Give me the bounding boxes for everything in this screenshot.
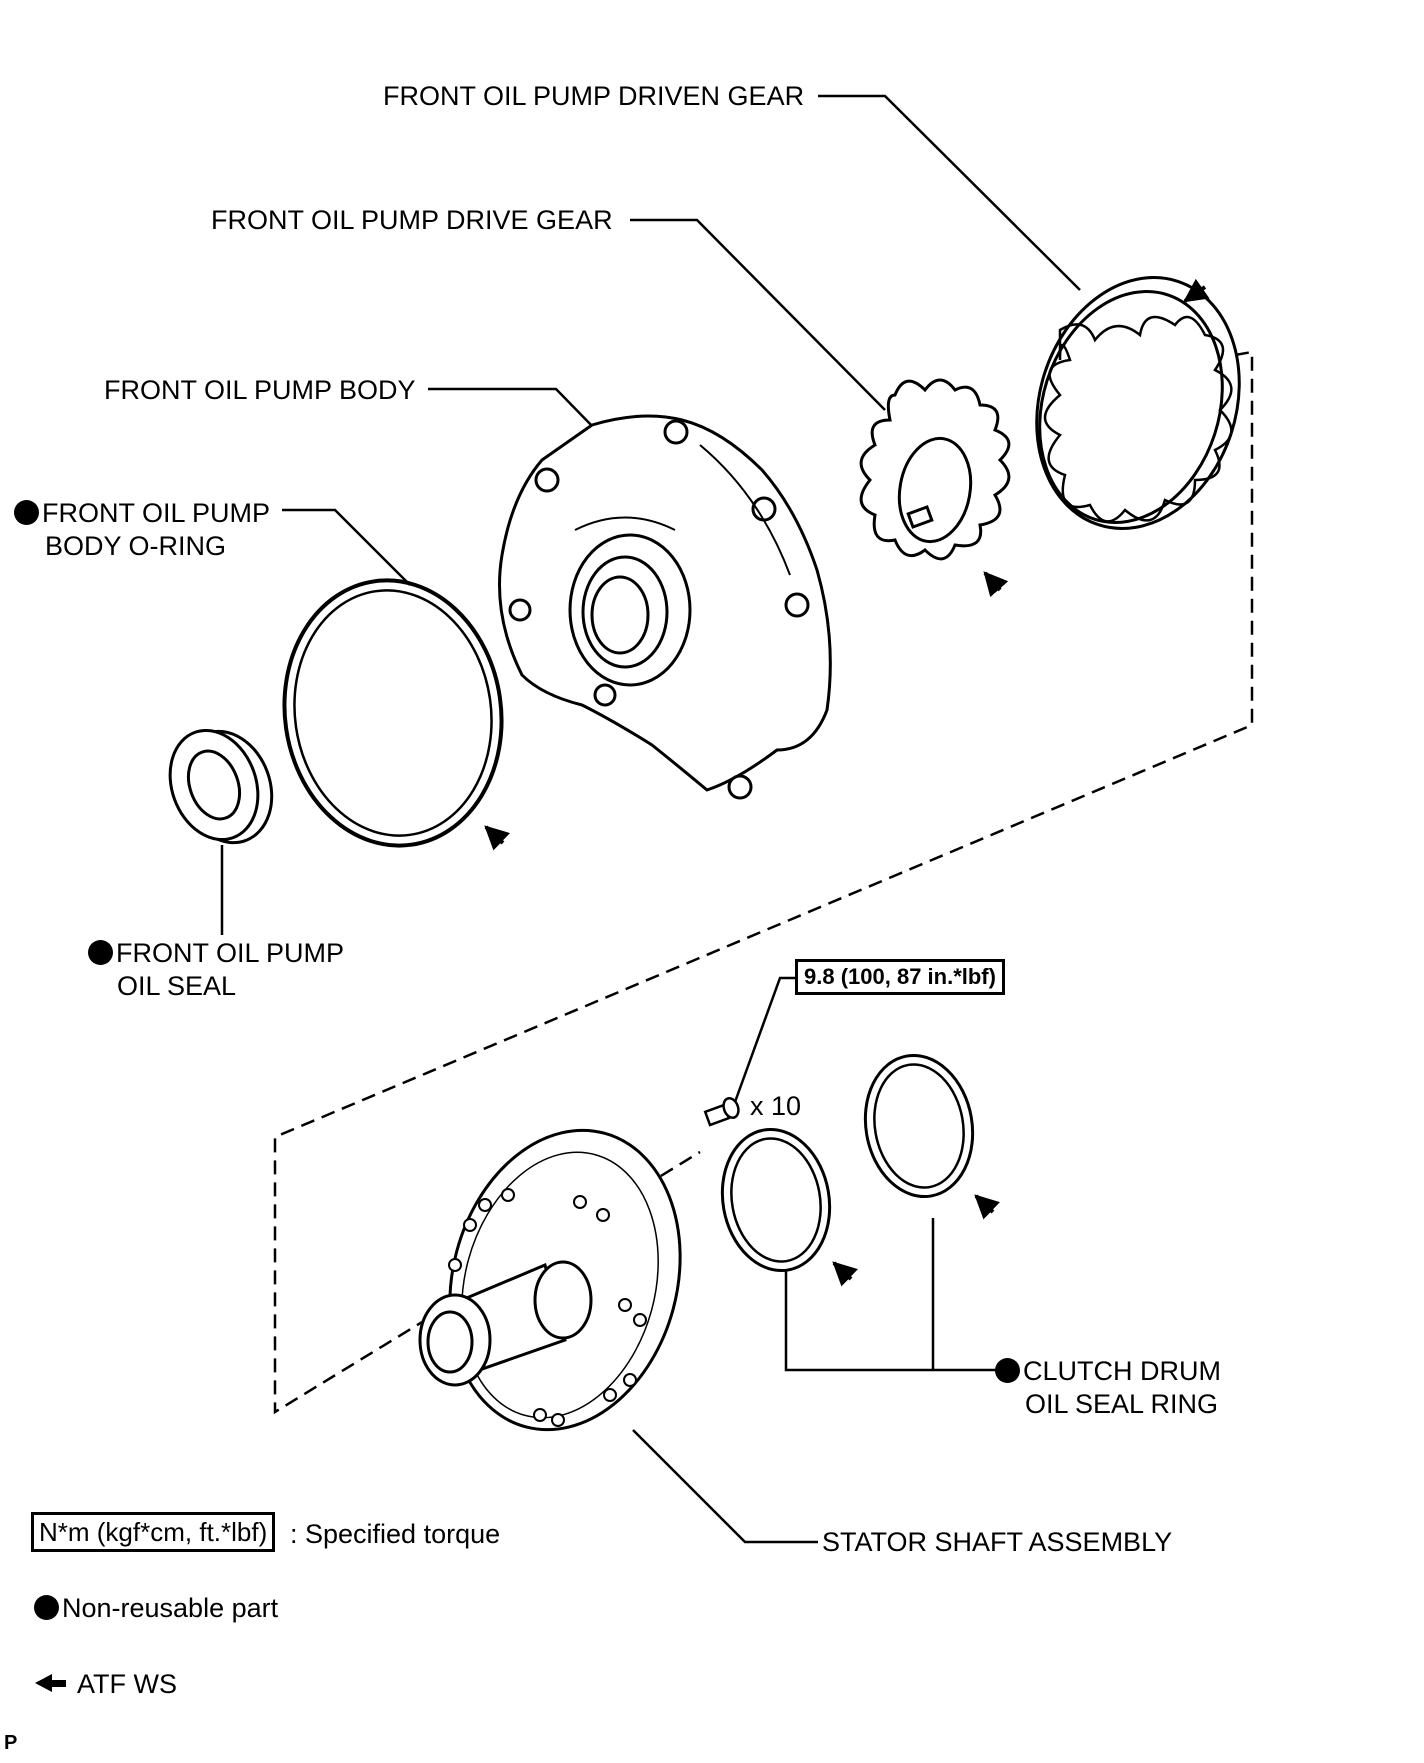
driven-gear-drawing	[1035, 276, 1241, 530]
atf-arrow-o-ring	[484, 825, 510, 851]
stator-shaft-drawing	[418, 1128, 682, 1432]
label-oil-seal: FRONT OIL PUMP	[88, 937, 344, 970]
label-oil-seal-line2: OIL SEAL	[117, 971, 237, 1001]
atf-arrow-seal-ring-1	[832, 1261, 858, 1287]
non-reusable-dot-icon	[14, 500, 39, 525]
label-seal-ring-line1: CLUTCH DRUM	[1023, 1356, 1221, 1386]
bolt-count: x 10	[750, 1091, 802, 1121]
legend-torque-box: N*m (kgf*cm, ft.*lbf)	[31, 1512, 276, 1552]
seal-ring-drawing-2	[863, 1053, 975, 1199]
label-stator-shaft: STATOR SHAFT ASSEMBLY	[822, 1527, 1173, 1557]
label-o-ring: FRONT OIL PUMP	[14, 497, 270, 530]
label-pump-body: FRONT OIL PUMP BODY	[104, 375, 416, 405]
non-reusable-dot-icon	[995, 1358, 1020, 1383]
non-reusable-dot-icon	[88, 940, 113, 965]
leader-stator	[632, 1429, 818, 1544]
legend-non-reusable-text: Non-reusable part	[62, 1593, 279, 1623]
legend-atf-arrow	[35, 1674, 66, 1692]
leader-o-ring	[282, 508, 411, 586]
legend-atf-text: ATF WS	[77, 1669, 177, 1699]
label-drive-gear: FRONT OIL PUMP DRIVE GEAR	[211, 205, 613, 235]
non-reusable-dot-icon	[34, 1595, 59, 1620]
label-seal-ring-line2: OIL SEAL RING	[1025, 1389, 1219, 1419]
legend-torque-text: : Specified torque	[290, 1519, 501, 1549]
atf-arrow-driven-gear	[1183, 278, 1210, 303]
label-driven-gear: FRONT OIL PUMP DRIVEN GEAR	[383, 81, 805, 111]
corner-mark: P	[4, 1732, 18, 1754]
seal-ring-drawing-1	[720, 1127, 832, 1273]
label-o-ring-line2: BODY O-RING	[45, 531, 227, 561]
label-seal-ring: CLUTCH DRUM	[995, 1355, 1221, 1388]
legend-non-reusable: Non-reusable part	[34, 1592, 278, 1625]
drive-gear-drawing	[859, 378, 1011, 561]
leader-bolt	[733, 976, 798, 1103]
label-o-ring-line1: FRONT OIL PUMP	[42, 498, 271, 528]
leader-pump-body	[428, 387, 597, 431]
bolt-drawing	[703, 1097, 740, 1127]
o-ring-drawing	[282, 578, 504, 848]
torque-spec-box: 9.8 (100, 87 in.*lbf)	[795, 959, 1005, 995]
leader-drive-gear	[630, 218, 886, 411]
atf-arrow-seal-ring-2	[974, 1194, 1000, 1220]
alignment-dashed-line	[273, 350, 1254, 1415]
leader-seal-ring	[784, 1270, 1000, 1372]
leader-lines	[220, 94, 1081, 1544]
atf-arrows	[484, 278, 1210, 1287]
pump-body-drawing	[498, 414, 832, 800]
atf-arrow-drive-gear	[983, 571, 1009, 598]
leader-driven-gear	[818, 94, 1081, 291]
label-oil-seal-line1: FRONT OIL PUMP	[116, 938, 345, 968]
oil-seal-drawing	[168, 728, 274, 845]
